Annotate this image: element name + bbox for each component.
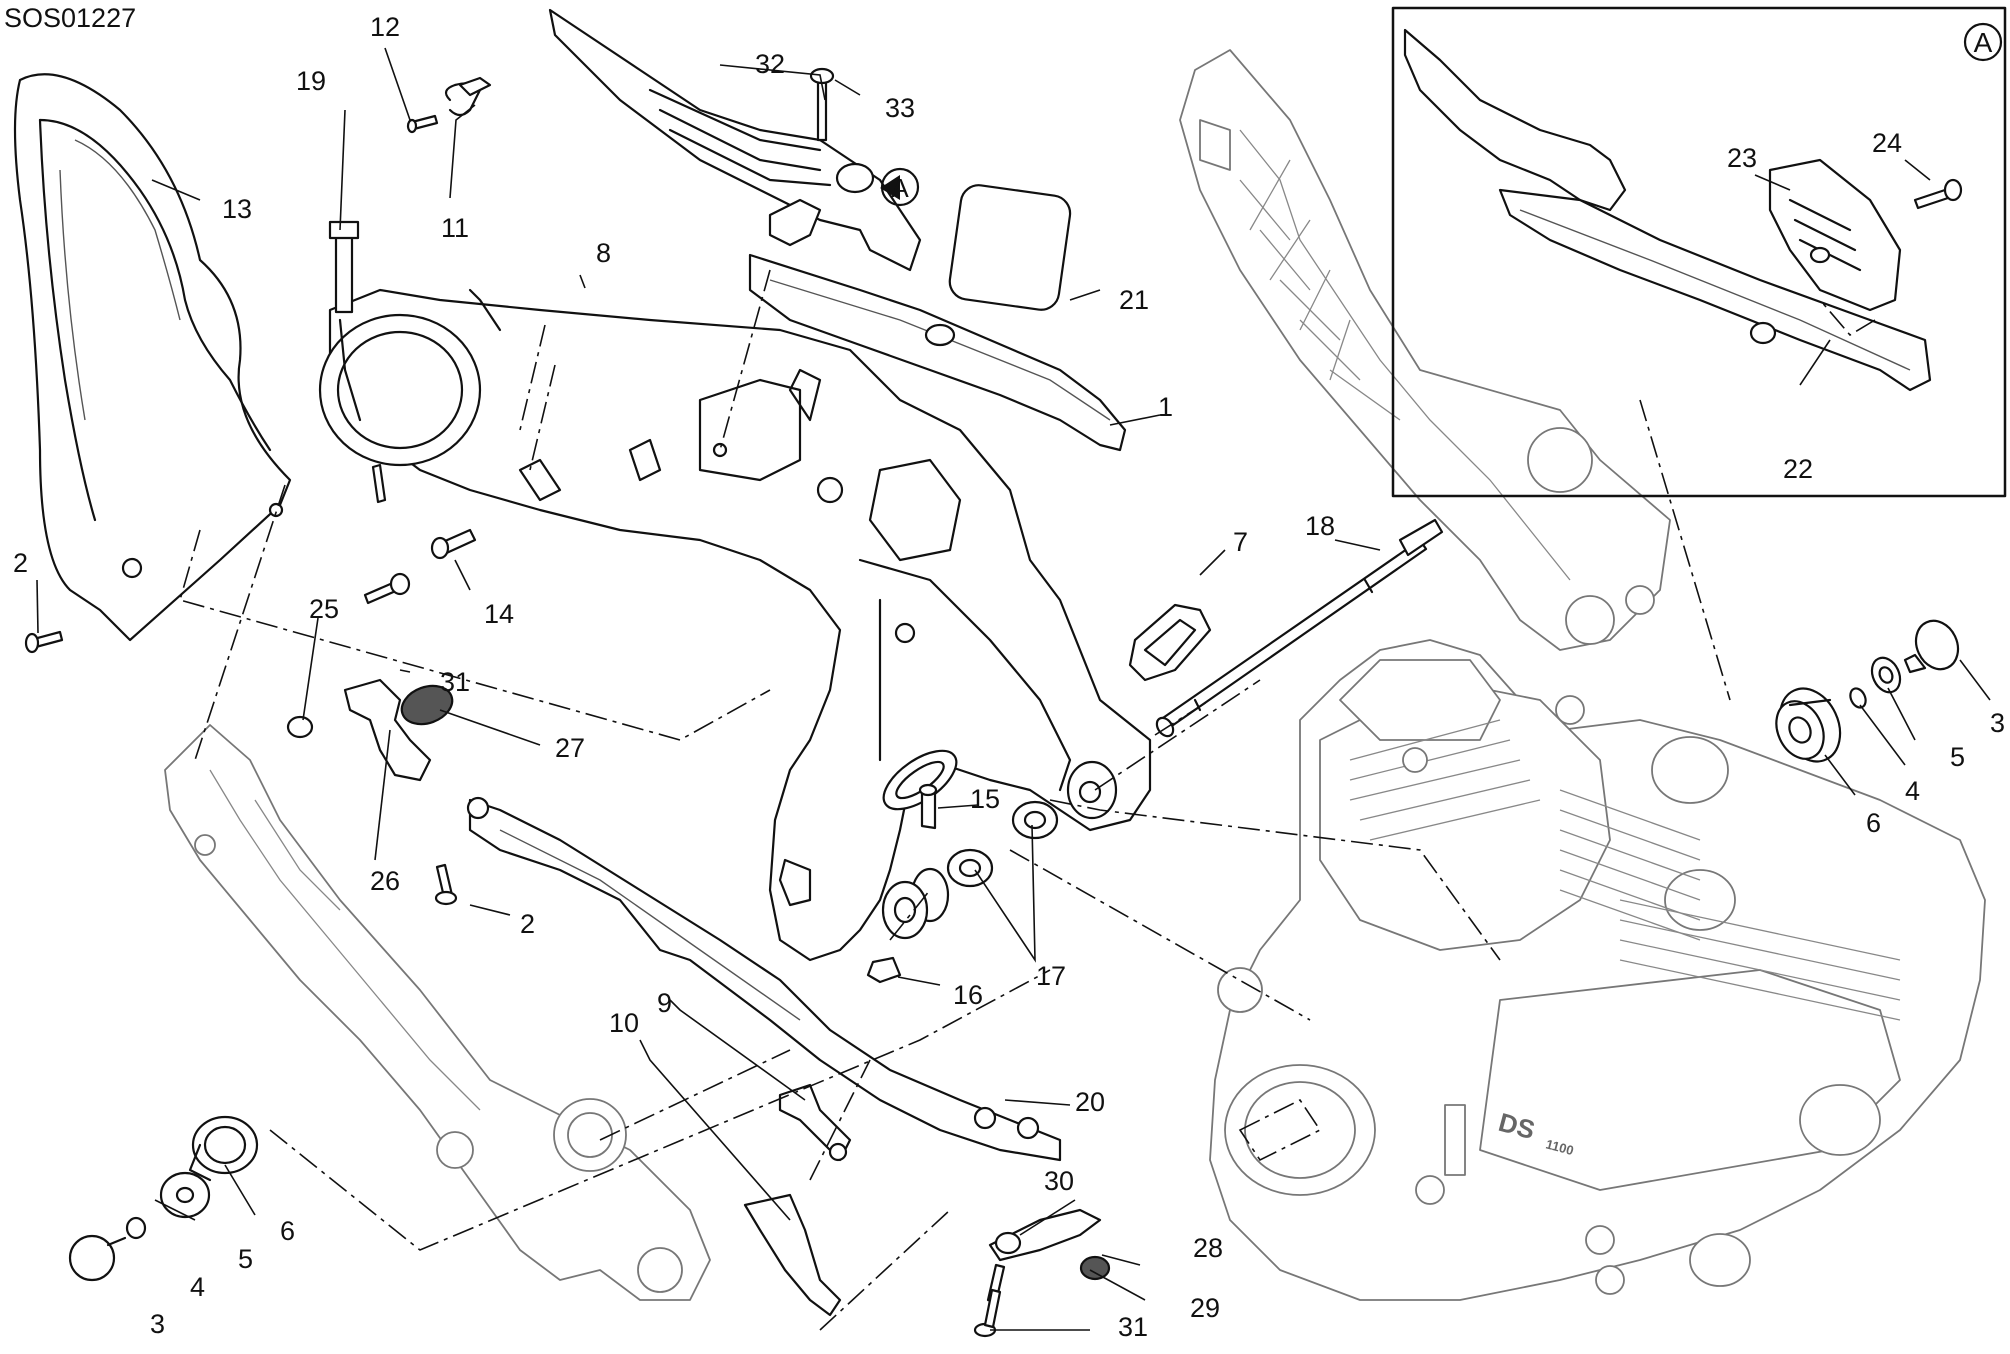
callout-1: 1 bbox=[1158, 392, 1173, 422]
callout-3b: 3 bbox=[150, 1309, 165, 1339]
callout-31: 31 bbox=[440, 667, 470, 697]
callout-numbers: 1 2 2 3 3 4 4 5 5 6 6 7 8 9 10 11 12 13 … bbox=[13, 12, 2005, 1342]
swingarm bbox=[318, 288, 1152, 962]
callout-12: 12 bbox=[370, 12, 400, 42]
callout-13: 13 bbox=[222, 194, 252, 224]
callout-2: 2 bbox=[13, 548, 28, 578]
chain-slider bbox=[748, 253, 1127, 452]
callout-29: 29 bbox=[1190, 1293, 1220, 1323]
callout-4b: 4 bbox=[190, 1272, 205, 1302]
callout-9: 9 bbox=[657, 988, 672, 1018]
right-footpeg-bracket bbox=[1179, 49, 1671, 651]
callout-24: 24 bbox=[1872, 128, 1902, 158]
engine-badge-1100: 1100 bbox=[1544, 1136, 1575, 1158]
callout-30: 30 bbox=[1044, 1166, 1074, 1196]
detail-box-a: A bbox=[1391, 6, 2007, 498]
callout-25: 25 bbox=[309, 594, 339, 624]
nut-16 bbox=[866, 956, 902, 984]
svg-text:A: A bbox=[891, 173, 909, 203]
callout-22: 22 bbox=[1783, 454, 1813, 484]
callout-27: 27 bbox=[555, 733, 585, 763]
left-footpeg-bracket bbox=[164, 724, 711, 1301]
engine-illustration: DS 1100 bbox=[1209, 639, 1986, 1301]
callout-2b: 2 bbox=[520, 909, 535, 939]
callout-17: 17 bbox=[1036, 961, 1066, 991]
callout-11: 11 bbox=[441, 213, 469, 243]
callout-6: 6 bbox=[1866, 808, 1881, 838]
detail-a-marker: A bbox=[880, 167, 920, 207]
washer-17a bbox=[1011, 800, 1059, 840]
callout-10: 10 bbox=[609, 1008, 639, 1038]
right-pivot-hardware bbox=[1775, 619, 1960, 763]
center-lines bbox=[179, 269, 1876, 1331]
callout-5b: 5 bbox=[238, 1244, 253, 1274]
callout-21: 21 bbox=[1119, 285, 1149, 315]
rear-mudguard bbox=[13, 73, 292, 642]
upper-chain-guard bbox=[548, 8, 922, 272]
callout-28: 28 bbox=[1193, 1233, 1223, 1263]
leader-lines bbox=[36, 47, 1991, 1331]
callout-31b: 31 bbox=[1118, 1312, 1148, 1342]
callout-8: 8 bbox=[596, 238, 611, 268]
callout-20: 20 bbox=[1075, 1087, 1105, 1117]
callout-19: 19 bbox=[296, 66, 326, 96]
pivot-shaft bbox=[1155, 518, 1444, 738]
callout-3: 3 bbox=[1990, 708, 2005, 738]
callout-7: 7 bbox=[1233, 527, 1248, 557]
washer-17b bbox=[946, 848, 994, 888]
diagram-code: SOS01227 bbox=[4, 3, 136, 33]
callout-6b: 6 bbox=[280, 1216, 295, 1246]
decal-21 bbox=[948, 184, 1072, 311]
callout-16: 16 bbox=[953, 980, 983, 1010]
lower-chain-guide bbox=[466, 796, 1062, 1317]
detail-box-label: A bbox=[1974, 27, 1993, 58]
callout-14: 14 bbox=[484, 599, 514, 629]
callout-26: 26 bbox=[370, 866, 400, 896]
callout-5: 5 bbox=[1950, 742, 1965, 772]
callout-4: 4 bbox=[1905, 776, 1920, 806]
callout-18: 18 bbox=[1305, 511, 1335, 541]
callout-23: 23 bbox=[1727, 143, 1757, 173]
plug-7 bbox=[1128, 603, 1212, 682]
left-pivot-hardware bbox=[68, 1115, 259, 1282]
callout-32: 32 bbox=[755, 49, 785, 79]
callout-15: 15 bbox=[970, 784, 1000, 814]
small-parts bbox=[286, 76, 1111, 1281]
callout-33: 33 bbox=[885, 93, 915, 123]
